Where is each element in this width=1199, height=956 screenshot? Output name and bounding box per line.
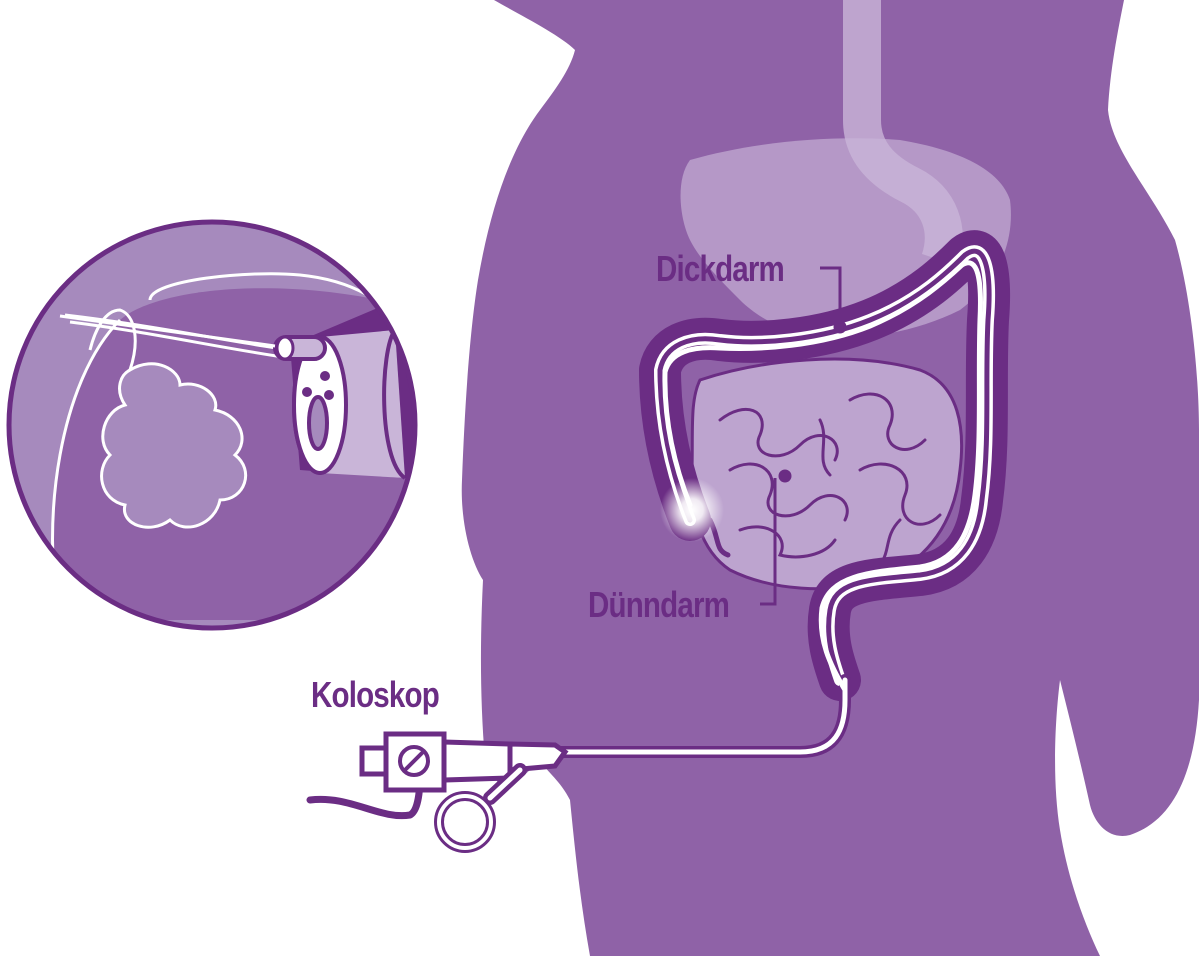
colonoscope-handle [310, 734, 565, 848]
scope-tip-light [660, 478, 724, 542]
magnifier-inset [9, 222, 430, 628]
label-koloskop: Koloskop [311, 674, 439, 716]
label-duenndarm: Dünndarm [588, 584, 729, 626]
label-dickdarm: Dickdarm [656, 248, 784, 290]
